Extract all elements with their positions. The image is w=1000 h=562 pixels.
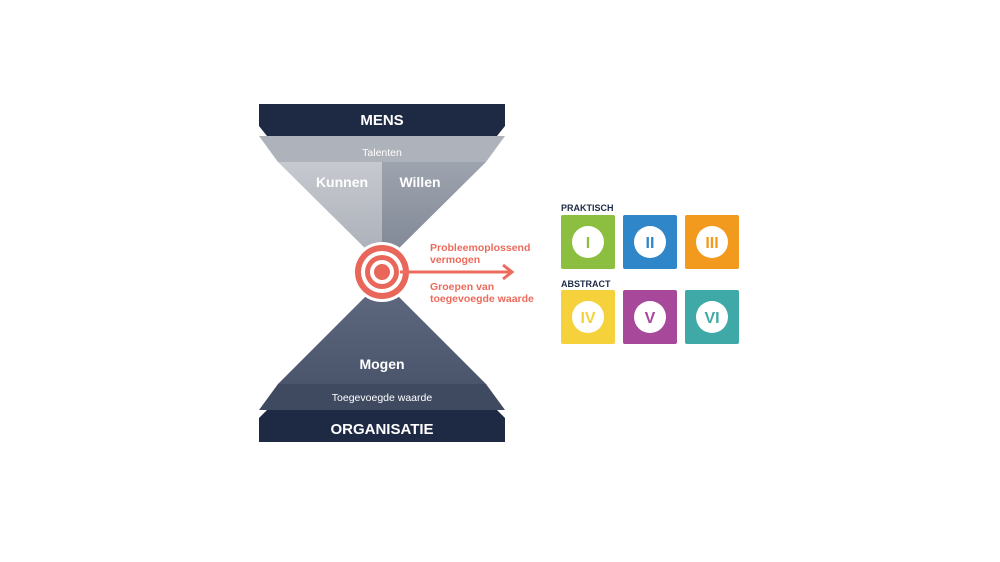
- talents-label: Talenten: [362, 147, 402, 159]
- tile-numeral: VI: [704, 310, 719, 327]
- tile-v: V: [623, 290, 677, 344]
- tile-i: I: [561, 215, 615, 269]
- mogen-cone: [278, 280, 486, 384]
- tile-numeral: IV: [580, 310, 595, 327]
- mogen-label: Mogen: [359, 356, 404, 372]
- added-value-band: [259, 384, 505, 410]
- bottom-bar-label: ORGANISATIE: [330, 421, 433, 438]
- roman-numeral-VI-badge: [696, 301, 728, 333]
- bottom-bar: [259, 410, 505, 442]
- willen-label: Willen: [399, 174, 440, 190]
- kunnen-label: Kunnen: [316, 174, 368, 190]
- arrow-label-bottom-line1: Groepen van: [430, 281, 494, 293]
- arrow-label-top-line1: Probleemoplossend: [430, 242, 530, 254]
- tile-vi: VI: [685, 290, 739, 344]
- roman-numeral-II-badge: [634, 226, 666, 258]
- tile-iii: III: [685, 215, 739, 269]
- tile-iv: IV: [561, 290, 615, 344]
- kunnen-cone: [278, 162, 382, 265]
- roman-numeral-III-badge: [696, 226, 728, 258]
- arrow-label-bottom: Groepen van toegevoegde waarde: [430, 281, 534, 305]
- roman-numeral-V-badge: [634, 301, 666, 333]
- tile-numeral: II: [646, 235, 655, 252]
- tile-ii: II: [623, 215, 677, 269]
- roman-numeral-IV-badge: [572, 301, 604, 333]
- arrow-to-groups: [400, 263, 515, 281]
- tile-numeral: III: [705, 235, 718, 252]
- top-bar-label: MENS: [360, 112, 403, 129]
- added-value-label: Toegevoegde waarde: [332, 392, 433, 404]
- willen-cone: [382, 162, 486, 265]
- talents-band: [259, 136, 505, 162]
- arrow-label-bottom-line2: toegevoegde waarde: [430, 293, 534, 305]
- arrow-label-top-line2: vermogen: [430, 254, 480, 266]
- abstract-heading: ABSTRACT: [561, 279, 611, 289]
- practical-heading: PRAKTISCH: [561, 203, 614, 213]
- top-bar: [259, 104, 505, 136]
- arrow-label-top: Probleemoplossend vermogen: [430, 242, 533, 266]
- target-icon: [352, 242, 412, 302]
- roman-numeral-I-badge: [572, 226, 604, 258]
- tile-numeral: V: [645, 310, 656, 327]
- tile-numeral: I: [586, 235, 590, 252]
